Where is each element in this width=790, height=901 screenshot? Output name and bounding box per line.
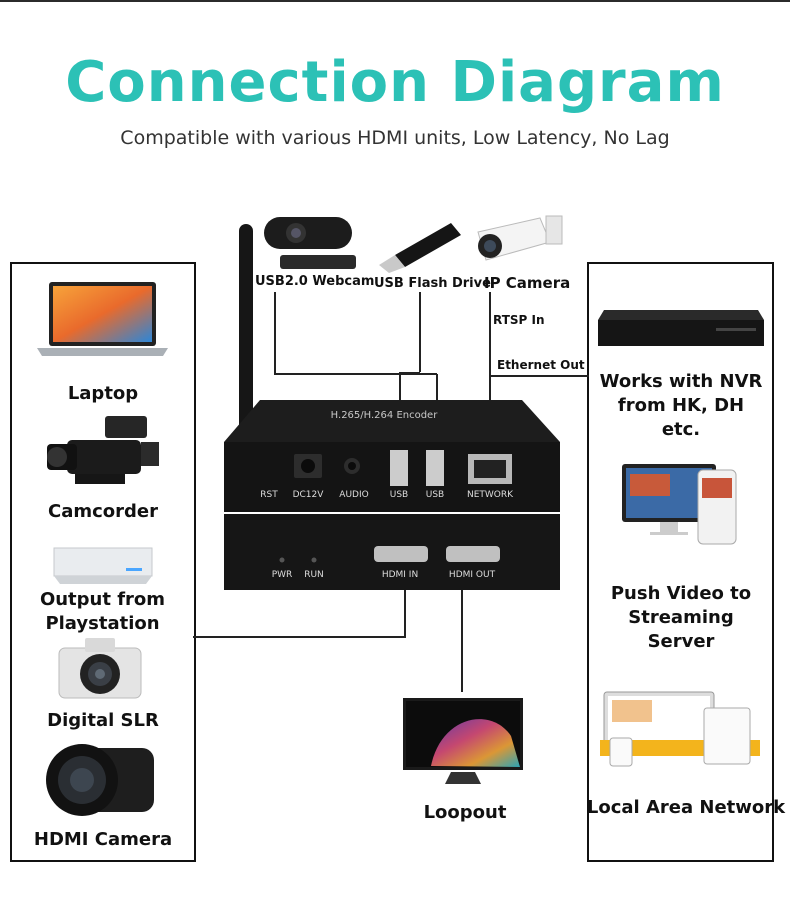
flash-line-h [400,372,420,374]
port-label-hdmi-in: HDMI IN [381,570,419,580]
port-label-usb-1: USB [389,490,409,500]
top-divider [0,0,790,2]
ethernet-out-label: Ethernet Out [497,358,585,372]
input-label-playstation: Output from Playstation [39,589,166,634]
flash-drive-label: USB Flash Drive [374,276,491,291]
webcam-icon [264,217,356,269]
port-label-pwr: PWR [271,570,293,580]
camcorder-icon [47,416,159,484]
port-label-rst: RST [260,490,278,500]
page-subtitle: Compatible with various HDMI units, Low … [120,127,670,149]
rtsp-in-label: RTSP In [493,313,545,327]
monitor-icon [403,698,523,784]
encoder-brand-text: H.265/H.264 Encoder [330,410,438,421]
input-sources-panel [10,262,196,862]
port-label-usb-2: USB [425,490,445,500]
console-icon [53,547,153,584]
port-label-run: RUN [304,570,324,580]
port-label-audio: AUDIO [339,490,369,500]
port-label-hdmi-out: HDMI OUT [448,570,496,580]
hdmi-in-line-h [193,636,406,638]
port-label-dc12v: DC12V [292,490,324,500]
input-label-dslr: Digital SLR [47,710,159,731]
webcam-label: USB2.0 Webcam [255,274,375,289]
webcam-line-h [274,373,437,375]
webcam-line-v [274,292,276,375]
output-label-nvr: Works with NVR from HK, DH etc. [599,371,763,440]
streaming-devices-icon [622,464,737,545]
output-targets-panel [587,262,774,862]
output-label-lan: Local Area Network [586,797,786,818]
input-label-camcorder: Camcorder [48,501,158,522]
lan-devices-icon [600,691,760,767]
page-title: Connection Diagram [65,50,725,115]
output-label-streaming: Push Video to Streaming Server [610,583,752,652]
port-label-network: NETWORK [466,490,514,500]
encoder-device [224,400,560,590]
nvr-icon [598,310,764,346]
input-label-hdmi-camera: HDMI Camera [33,829,173,850]
ip-camera-icon [477,215,563,261]
usb-flash-drive-icon [379,223,461,273]
hdmi-camera-icon [46,744,154,816]
dslr-camera-icon [58,638,142,699]
hdmi-in-line-v [404,590,406,638]
ip-line-v [489,292,491,444]
hdmi-out-line-v [461,590,463,692]
input-label-laptop: Laptop [67,383,139,404]
monitor-label: Loopout [423,802,507,823]
flash-line-v [419,292,421,372]
laptop-icon [37,282,168,356]
ip-camera-label: IP Camera [484,274,571,292]
ethernet-line-h [489,375,589,377]
